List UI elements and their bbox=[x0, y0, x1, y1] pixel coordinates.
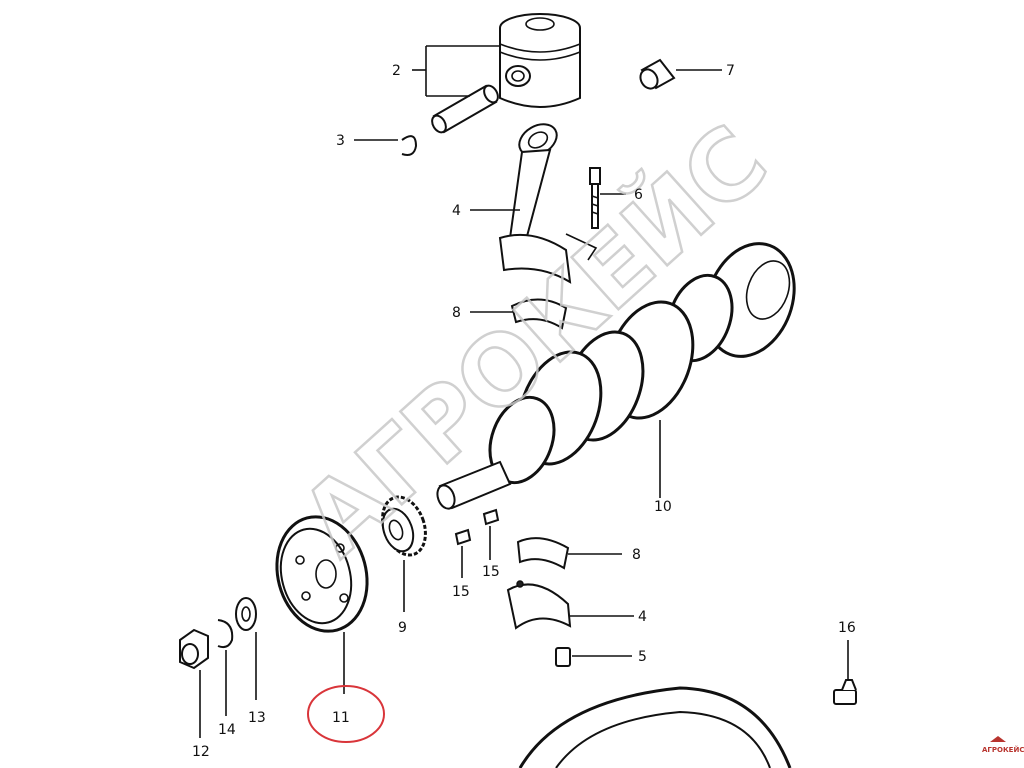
bushing bbox=[639, 58, 722, 90]
circlip bbox=[354, 135, 418, 156]
callout-2-lines bbox=[412, 45, 500, 97]
crank-pulley bbox=[275, 515, 369, 694]
cap-nut bbox=[555, 647, 632, 667]
label-4-top: 4 bbox=[452, 203, 461, 219]
label-4-bottom: 4 bbox=[638, 609, 647, 625]
woodruff-keys bbox=[454, 508, 500, 578]
main-bearing-upper bbox=[470, 298, 568, 330]
highlight-circle bbox=[307, 685, 385, 743]
label-13: 13 bbox=[248, 710, 266, 726]
lock-washer bbox=[217, 619, 234, 716]
flywheel bbox=[518, 686, 792, 768]
plug-bolt bbox=[833, 640, 857, 705]
label-14: 14 bbox=[218, 722, 236, 738]
con-rod-cap bbox=[506, 580, 634, 630]
label-15-right: 15 bbox=[482, 564, 500, 580]
label-7: 7 bbox=[726, 63, 735, 79]
label-6: 6 bbox=[634, 187, 643, 203]
label-16: 16 bbox=[838, 620, 856, 636]
label-9: 9 bbox=[398, 620, 407, 636]
label-2: 2 bbox=[392, 63, 401, 79]
crankshaft bbox=[436, 242, 796, 510]
piston bbox=[499, 13, 581, 108]
callout-labels: 2 3 4 6 7 8 10 8 4 5 9 15 15 16 11 12 13… bbox=[192, 63, 856, 760]
label-10: 10 bbox=[654, 499, 672, 515]
con-rod-bolt bbox=[565, 167, 626, 261]
piston-pin bbox=[431, 84, 499, 134]
label-12: 12 bbox=[192, 744, 210, 760]
label-15-left: 15 bbox=[452, 584, 470, 600]
badge-text: АГРОКЕЙС bbox=[982, 745, 1024, 754]
label-8-bottom: 8 bbox=[632, 547, 641, 563]
label-5: 5 bbox=[638, 649, 647, 665]
connecting-rod bbox=[470, 123, 572, 284]
badge-logo-icon bbox=[990, 736, 1006, 742]
flat-washer bbox=[235, 597, 257, 700]
timing-gear bbox=[381, 495, 427, 612]
label-8-top: 8 bbox=[452, 305, 461, 321]
pulley-nut bbox=[179, 628, 209, 738]
main-bearing-lower bbox=[516, 537, 622, 570]
label-11: 11 bbox=[332, 710, 350, 726]
brand-badge: АГРОКЕЙС bbox=[982, 736, 1024, 754]
label-3: 3 bbox=[336, 133, 345, 149]
